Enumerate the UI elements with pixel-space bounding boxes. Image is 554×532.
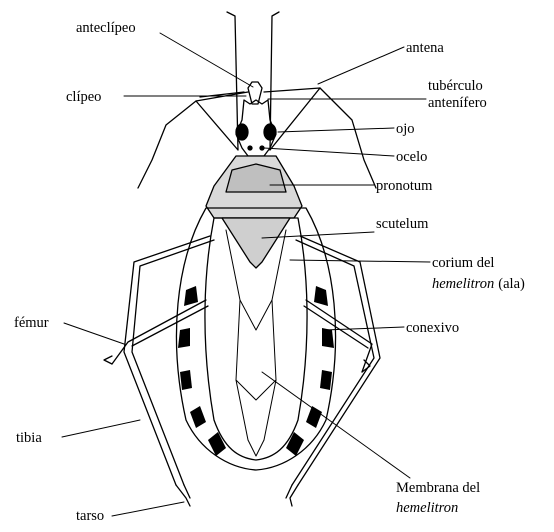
label-corium-ala: (ala) (498, 276, 525, 292)
label-antena: antena (406, 40, 444, 56)
label-tibia: tibia (16, 430, 42, 446)
label-anteclipeo: anteclípeo (76, 20, 136, 36)
eye-right (264, 124, 276, 140)
leader-anteclipeo (160, 33, 253, 87)
leader-ojo (278, 128, 394, 132)
ocellus-right (260, 146, 264, 150)
antenna-left-outer (138, 101, 196, 188)
midleg-left-2 (132, 306, 208, 346)
pronotum (206, 156, 302, 218)
label-corium-hemelitron: hemelitron (432, 276, 494, 292)
label-tuberculo-2: antenífero (428, 95, 487, 111)
legs (104, 236, 380, 506)
claw-mid-left (104, 356, 112, 364)
label-conexivo: conexivo (406, 320, 459, 336)
leader-tarso (112, 502, 184, 516)
labels: anteclípeo antena clípeo tubérculo anten… (14, 20, 525, 524)
leader-antena (318, 47, 404, 84)
leader-ocelo (264, 148, 394, 156)
label-ojo: ojo (396, 121, 415, 137)
foreleg-left-2 (132, 240, 214, 485)
antenna-right-outer (320, 88, 376, 188)
label-membrana-2: hemelitron (396, 500, 458, 516)
label-tarso: tarso (76, 508, 104, 524)
leader-tibia (62, 420, 140, 437)
label-femur: fémur (14, 315, 49, 331)
label-ocelo: ocelo (396, 149, 427, 165)
label-corium-1: corium del (432, 255, 494, 271)
eye-left (236, 124, 248, 140)
foreleg-right-2 (292, 240, 374, 485)
ocellus-left (248, 146, 252, 150)
leader-femur (64, 323, 124, 344)
leader-lines (62, 33, 430, 516)
label-pronotum: pronotum (376, 178, 433, 194)
midleg-right (306, 300, 372, 372)
label-corium-2: hemelitron(ala) (432, 276, 525, 292)
foreleg-left (124, 236, 210, 485)
label-membrana-1: Membrana del (396, 480, 480, 496)
label-clipeo: clípeo (66, 89, 101, 105)
label-tuberculo-1: tubérculo (428, 78, 483, 94)
label-scutelum: scutelum (376, 216, 429, 232)
